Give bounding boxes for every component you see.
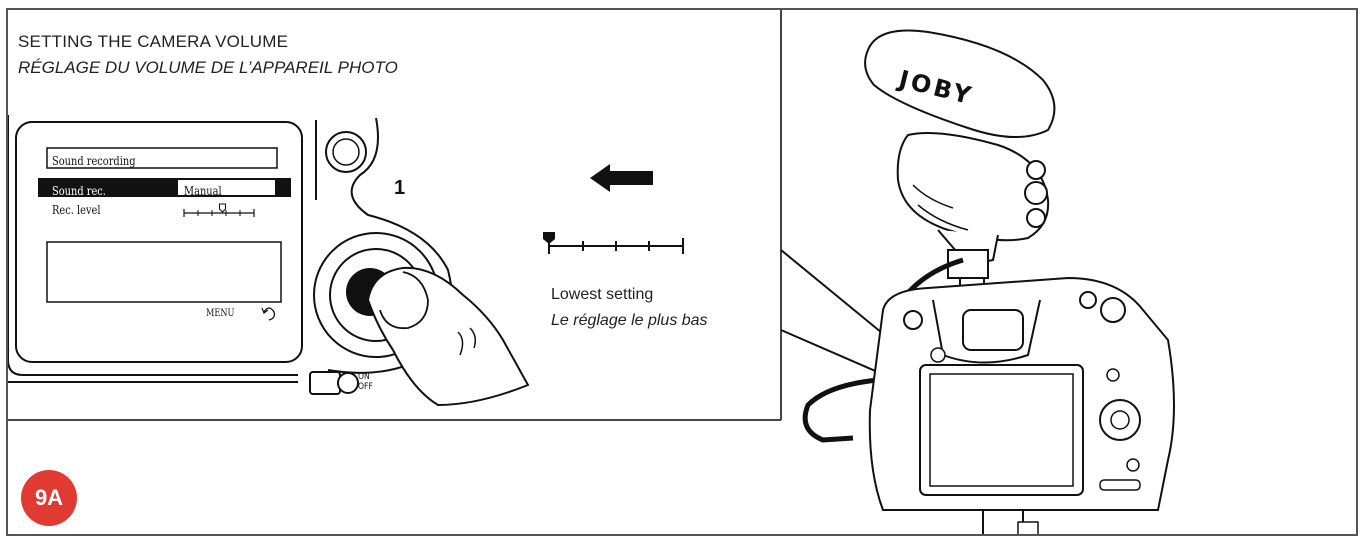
figure-badge: 9A (21, 470, 77, 526)
lcd-menu-header: Sound recording (52, 154, 136, 168)
info-box (46, 241, 282, 303)
level-marker (543, 232, 555, 244)
caption: Lowest setting (551, 286, 654, 303)
return-arrow-icon (263, 307, 276, 321)
menu-button-label: MENU (206, 308, 235, 319)
left-arrow-icon (590, 164, 653, 192)
title-french: RÉGLAGE DU VOLUME DE L’APPAREIL PHOTO (18, 58, 398, 77)
caption-french: Le réglage le plus bas (551, 312, 708, 329)
lcd-row-label: Sound rec. (52, 184, 106, 198)
menu-header-box (46, 147, 278, 169)
step-number: 1 (394, 177, 406, 199)
power-switch-labels: ON OFF (358, 372, 373, 392)
lcd-level-marker (219, 203, 226, 213)
lcd-row-value: Manual (184, 184, 222, 198)
figure-frame: SETTING THE CAMERA VOLUME RÉGLAGE DU VOL… (6, 8, 1358, 536)
lcd-level-label: Rec. level (52, 203, 101, 217)
title: SETTING THE CAMERA VOLUME (18, 32, 289, 51)
power-off-label: OFF (358, 382, 373, 392)
camera-control-illustration (8, 10, 1175, 534)
camera-with-microphone (780, 29, 1175, 534)
finger (366, 266, 530, 407)
power-switch (309, 371, 341, 395)
power-on-label: ON (358, 372, 370, 382)
